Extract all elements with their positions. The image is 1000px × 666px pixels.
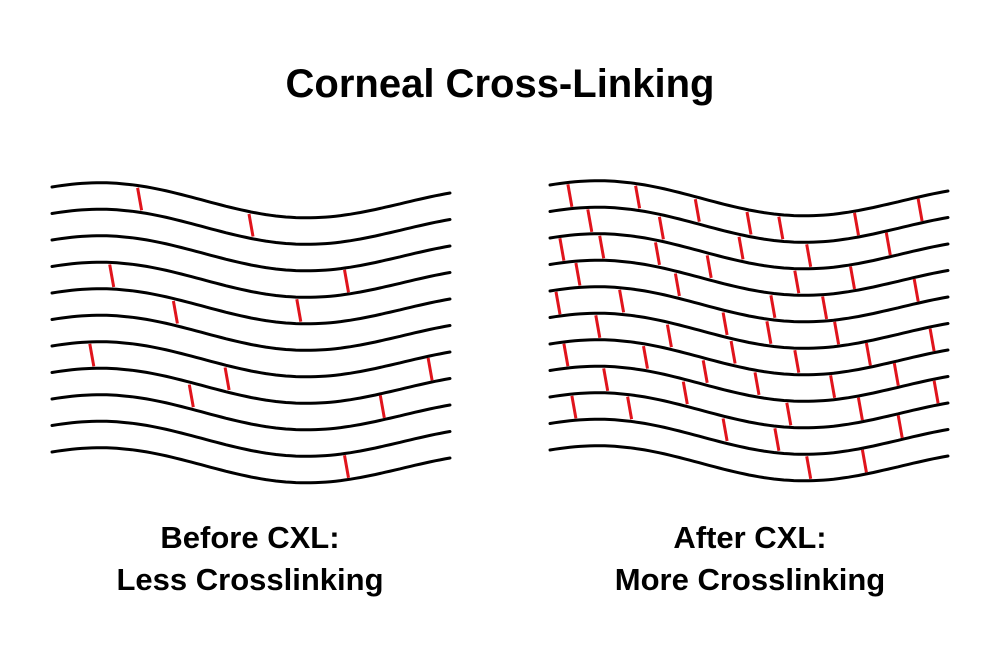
collagen-fiber	[50, 313, 452, 352]
before-cxl-caption-line2: Less Crosslinking	[116, 562, 384, 597]
crosslink	[295, 298, 303, 322]
collagen-fiber	[50, 340, 452, 379]
crosslink	[833, 321, 841, 345]
crosslink	[343, 269, 350, 293]
crosslink	[602, 368, 610, 392]
crosslink	[247, 213, 255, 237]
collagen-fiber	[50, 260, 452, 299]
crosslink	[793, 270, 801, 294]
collagen-fiber	[548, 258, 950, 297]
crosslink	[558, 237, 566, 261]
crosslink	[693, 198, 701, 222]
crosslink	[171, 300, 179, 324]
crosslink	[932, 380, 940, 404]
crosslink	[765, 321, 773, 345]
crosslink	[187, 384, 195, 408]
collagen-fiber	[50, 419, 452, 458]
collagen-fiber	[548, 391, 950, 430]
crosslink	[892, 362, 900, 386]
crosslink	[912, 278, 920, 302]
crosslink	[598, 235, 606, 259]
crosslink	[618, 289, 626, 313]
crosslink	[566, 184, 574, 208]
crosslink	[701, 360, 709, 384]
crosslink	[853, 212, 860, 236]
crosslink	[654, 242, 661, 266]
crosslink	[642, 345, 649, 369]
crosslink	[586, 209, 594, 233]
crosslink	[773, 428, 781, 452]
crosslink	[570, 395, 578, 419]
crosslink	[721, 312, 729, 336]
collagen-fiber	[50, 446, 452, 485]
crosslink	[745, 211, 753, 235]
crosslink	[805, 244, 813, 268]
crosslink	[562, 343, 570, 367]
crosslink	[223, 367, 231, 391]
collagen-fiber	[50, 234, 452, 273]
crosslink	[721, 418, 729, 442]
crosslink	[665, 324, 673, 348]
crosslink	[554, 291, 562, 315]
collagen-fiber	[548, 205, 950, 244]
crosslink	[829, 375, 837, 399]
collagen-fiber	[548, 444, 950, 483]
crosslink	[777, 216, 785, 240]
crosslink	[574, 262, 582, 286]
crosslink	[849, 266, 856, 290]
collagen-fiber	[50, 207, 452, 246]
collagen-fiber	[548, 364, 950, 403]
crosslink	[705, 255, 713, 279]
collagen-fiber	[50, 366, 452, 405]
crosslink	[426, 357, 434, 381]
collagen-fiber	[548, 232, 950, 271]
crosslink	[769, 295, 777, 319]
crosslink	[626, 396, 634, 420]
after-cxl-caption-line1: After CXL:	[673, 520, 827, 555]
crosslink	[673, 273, 681, 297]
collagen-fiber	[548, 338, 950, 377]
before-cxl-caption: Before CXL: Less Crosslinking	[40, 517, 460, 601]
after-cxl-caption-line2: More Crosslinking	[614, 562, 886, 597]
diagram-title: Corneal Cross-Linking	[285, 62, 715, 106]
crosslink	[108, 264, 116, 288]
collagen-fiber	[548, 285, 950, 324]
crosslink	[136, 187, 144, 211]
collagen-fiber	[548, 311, 950, 350]
collagen-fiber	[548, 417, 950, 456]
crosslink	[805, 456, 813, 480]
crosslink	[729, 340, 737, 364]
before-cxl-caption-line1: Before CXL:	[160, 520, 340, 555]
crosslink	[737, 236, 745, 260]
crosslink	[864, 342, 872, 366]
crosslink	[343, 455, 350, 479]
crosslink	[378, 395, 386, 419]
crosslink	[657, 216, 665, 240]
before-cxl-fiber-panel	[50, 181, 452, 485]
crosslink	[884, 232, 892, 256]
collagen-fiber	[50, 393, 452, 432]
crosslink	[594, 315, 602, 339]
crosslink	[856, 397, 864, 421]
crosslink	[860, 449, 868, 473]
collagen-fiber	[50, 287, 452, 326]
crosslink	[753, 372, 761, 396]
after-cxl-fiber-panel	[548, 179, 950, 483]
crosslink	[793, 349, 801, 373]
crosslink	[681, 381, 689, 405]
collagen-fiber	[50, 181, 452, 220]
crosslink	[916, 198, 924, 222]
crosslink	[785, 402, 793, 426]
crosslink	[88, 343, 96, 367]
collagen-fiber	[548, 179, 950, 218]
crosslink	[896, 415, 904, 439]
after-cxl-caption: After CXL: More Crosslinking	[540, 517, 960, 601]
crosslink	[634, 185, 642, 209]
crosslink	[821, 296, 829, 320]
crosslink	[928, 328, 936, 352]
